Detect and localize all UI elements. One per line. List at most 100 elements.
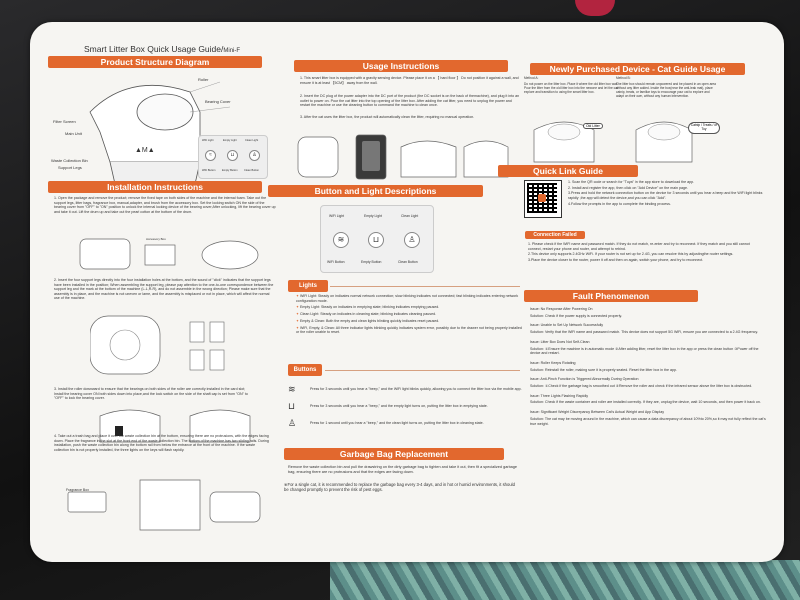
- install-step-3: 3. Install the roller downward to ensure…: [54, 387, 248, 401]
- label-support-legs: Support Legs: [58, 165, 82, 170]
- install-step-4-sketch: [67, 479, 261, 531]
- quick-link-step: 2. Install and register the app, then cl…: [568, 185, 689, 190]
- mini-control-panel: WiFi Light Empty Light Clean Light ≈ ⊔ ♙…: [198, 135, 268, 179]
- method-b-text: The litter box should remain unpowered a…: [616, 82, 716, 99]
- button-desc-clean: ♙ Press for 1 second until you hear a "b…: [288, 418, 523, 429]
- usage-sketches: [297, 134, 509, 180]
- catnip-tag: Catnip / Treats / or Toy: [688, 122, 720, 134]
- label-roller: Roller: [198, 77, 209, 82]
- garbage-header: Garbage Bag Replacement: [284, 448, 504, 460]
- fault-solution: Solution: Verify that the WiFi name and …: [530, 330, 758, 335]
- lights-list: ✦ WiFi Light: Steady on indicates normal…: [296, 294, 522, 335]
- usage-step-3: 3. After the cat uses the litter box, th…: [300, 115, 475, 119]
- button-desc-text: Press for 1 second until you hear a "bee…: [310, 421, 484, 426]
- mini-broom-icon: ♙: [249, 150, 260, 161]
- installation-header: Installation Instructions: [48, 181, 262, 193]
- mini-empty-light-label: Empty Light: [223, 139, 237, 142]
- label-main-unit: Main Unit: [65, 131, 82, 136]
- button-desc-wifi: ≋ Press for 3 seconds until you hear a "…: [288, 384, 523, 395]
- mini-wifi-icon: ≈: [205, 150, 216, 161]
- usage-header: Usage Instructions: [294, 60, 508, 72]
- trash-icon: ⊔: [288, 401, 296, 411]
- garbage-text-2: ※For a single cat, it is recommended to …: [284, 482, 515, 493]
- light-item: ✦ Empty Light: Steady on indicates in em…: [296, 305, 440, 310]
- light-item: ✦ WiFi Light: Steady on indicates normal…: [296, 294, 519, 303]
- clean-button-icon[interactable]: ♙: [404, 232, 420, 248]
- fault-header: Fault Phenomenon: [524, 290, 698, 302]
- wifi-icon: ≋: [288, 384, 296, 394]
- lights-header: Lights: [288, 280, 328, 292]
- wifi-light-label: WiFi Light: [329, 214, 345, 218]
- lights-divider: [330, 286, 520, 287]
- fabric-edge: [330, 560, 800, 600]
- mini-wifi-button-label: WiFi Button: [202, 169, 216, 172]
- fault-solution: Solution: Check if the waste container a…: [530, 400, 761, 405]
- install-step-2: 2. Insert the four support legs directly…: [54, 278, 274, 301]
- connection-failed-list: 1. Please check if the WiFi name and pas…: [528, 242, 758, 263]
- connection-tip: 1. Please check if the WiFi name and pas…: [528, 242, 750, 251]
- tuya-logo-icon: [538, 194, 546, 202]
- mini-wifi-light-label: WiFi Light: [202, 139, 214, 142]
- light-item: ✦ Clean Light: Steady on indicates in cl…: [296, 312, 437, 317]
- garbage-text-1: Remove the waste collection bin and pull…: [288, 465, 518, 474]
- empty-button-label: Empty Button: [361, 260, 382, 264]
- quick-link-step: 1. Scan the QR code or search for "Tuya"…: [568, 180, 695, 184]
- button-light-header: Button and Light Descriptions: [268, 185, 483, 197]
- accessory-box-label: Accessory Box: [146, 237, 166, 241]
- fault-solution: Solution: Check if the power supply is c…: [530, 313, 623, 318]
- wifi-button-icon[interactable]: ≋: [333, 232, 349, 248]
- label-filter-screen: Filter Screen: [53, 119, 76, 124]
- broom-icon: ♙: [288, 418, 297, 428]
- mini-trash-icon: ⊔: [227, 150, 238, 161]
- fault-solution: Solution: ①Ensure the machine is in auto…: [530, 346, 759, 356]
- fault-issue: Issue: Unable to Set Up Network Successf…: [530, 323, 604, 328]
- fault-issue: Issue: Roller Keeps Rotating: [530, 360, 576, 365]
- old-litter-tag: Old Litter: [583, 123, 603, 129]
- wifi-button-label: WiFi Button: [327, 260, 345, 264]
- quick-link-steps: 1. Scan the QR code or search for "Tuya"…: [568, 180, 768, 207]
- mini-clean-button-label: Clean Button: [244, 169, 259, 172]
- guide-mat: Smart Litter Box Quick Usage Guide/Mini-…: [30, 22, 784, 562]
- connection-tip: 3.Place the device closer to the router,…: [528, 258, 704, 263]
- fault-issue: Issue: No Response After Powering On: [530, 307, 593, 311]
- button-desc-text: Press for 3 seconds until you hear a "be…: [310, 387, 522, 392]
- method-a-title: Method A:: [524, 76, 539, 80]
- connection-tip: 2.This device only supports 2.4GHz WiFi.…: [528, 252, 734, 257]
- fault-issue: Issue: Three Lights Flashing Rapidly: [530, 393, 589, 398]
- empty-button-icon[interactable]: ⊔: [368, 232, 384, 248]
- quick-link-header: Quick Link Guide: [498, 165, 638, 177]
- fault-issue: Issue: Anti-Pinch Function is Triggered …: [530, 377, 639, 382]
- mini-empty-button-label: Empty Button: [222, 169, 238, 172]
- button-desc-text: Press for 3 seconds until you hear a "be…: [310, 404, 488, 409]
- control-panel: WiFi Light Empty Light Clean Light ≋ ⊔ ♙…: [320, 205, 434, 273]
- fault-solution: Solution: The cat may be moving around i…: [530, 416, 766, 426]
- method-a-text: Do not power on the litter box. Place it…: [524, 82, 619, 95]
- model-name: Mini-F: [223, 48, 241, 54]
- cat-guide-sketches: [533, 121, 693, 163]
- light-item: ✦ Empty & Clean: Both the empty and clea…: [296, 318, 440, 323]
- install-step-2-sketch: [90, 315, 225, 375]
- qr-code[interactable]: [524, 180, 562, 218]
- method-b-title: Method B:: [616, 76, 631, 80]
- install-step-1-sketch: [79, 238, 259, 270]
- fault-solution: Solution: Reinstall the roller, making s…: [530, 367, 678, 372]
- install-step-3-sketch: [99, 409, 251, 443]
- clean-light-label: Clean Light: [401, 214, 419, 218]
- fragrance-box-label: Fragrance Box: [66, 488, 89, 492]
- empty-light-label: Empty Light: [364, 214, 382, 218]
- red-object: [575, 0, 615, 16]
- light-item: ✦ WiFi, Empty, & Clean: All three indica…: [296, 325, 522, 335]
- quick-link-step: 3.Press and hold the network connection …: [568, 191, 763, 201]
- usage-step-2: 2. Insert the DC plug of the power adapt…: [300, 94, 520, 108]
- new-device-header: Newly Purchased Device - Cat Guide Usage: [530, 63, 745, 75]
- install-step-1: 1. Open the package and remove the produ…: [54, 196, 276, 214]
- fault-solution: Solution: ①Check if the garbage bag is s…: [530, 384, 753, 389]
- buttons-divider: [325, 370, 520, 371]
- connection-failed-header: Connection Failed: [525, 231, 585, 239]
- fault-list: Issue: No Response After Powering On Sol…: [530, 307, 766, 431]
- mini-clean-light-label: Clean Light: [245, 139, 259, 142]
- usage-step-1: 1. This smart litter box is equipped wit…: [300, 76, 519, 85]
- fault-issue: Issue: Significant Weight Discrepancy Be…: [530, 410, 664, 415]
- label-bearing-cover: Bearing Cover: [205, 99, 231, 104]
- svg-text:▲M▲: ▲M▲: [135, 147, 155, 154]
